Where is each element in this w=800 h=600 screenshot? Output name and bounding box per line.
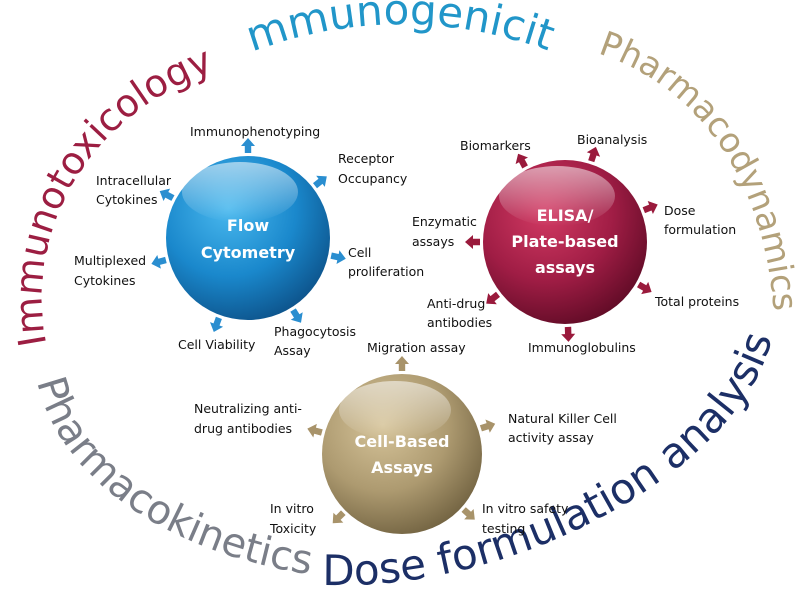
label-in-vitro-toxicity-2: Toxicity	[269, 521, 317, 536]
label-multiplexed-cytokines-1: Multiplexed	[74, 253, 146, 268]
label-total-proteins: Total proteins	[654, 294, 739, 309]
arrow-immunoglobulins	[561, 326, 576, 342]
label-intracellular-cytokines-2: Cytokines	[96, 192, 158, 207]
arrow-cell-viability	[210, 316, 224, 332]
label-bioanalysis: Bioanalysis	[577, 132, 647, 147]
flow-cytometry-hub: Flow Cytometry	[166, 156, 330, 320]
label-phagocytosis-assay-1: Phagocytosis	[274, 324, 356, 339]
arrow-in-vitro-toxicity	[332, 510, 346, 524]
label-anti-drug-antibodies-1: Anti-drug	[427, 296, 485, 311]
cell-based-hub: Cell-Based Assays	[322, 374, 482, 534]
label-enzymatic-assays-1: Enzymatic	[412, 214, 477, 229]
label-in-vitro-safety-2: testing	[482, 521, 525, 536]
arrow-enzymatic-assays	[465, 235, 480, 249]
label-intracellular-cytokines-1: Intracellular	[96, 173, 172, 188]
elisa-hub: ELISA/ Plate-based assays	[483, 160, 647, 324]
label-cell-proliferation-2: proliferation	[348, 264, 424, 279]
label-cell-proliferation-1: Cell	[348, 245, 371, 260]
label-migration-assay: Migration assay	[367, 340, 466, 355]
elisa-title-line-2: Plate-based	[511, 232, 618, 251]
label-phagocytosis-assay-2: Assay	[274, 343, 311, 358]
arrow-cell-proliferation	[330, 250, 346, 264]
elisa-title-line-3: assays	[535, 258, 595, 277]
arrow-neutralizing-antibodies	[307, 423, 323, 438]
arrow-in-vitro-safety	[461, 507, 475, 520]
arrow-receptor-occupancy	[313, 175, 327, 189]
arrow-migration-assay	[395, 356, 409, 371]
label-biomarkers: Biomarkers	[460, 138, 531, 153]
cell-based-title-line-1: Cell-Based	[354, 432, 449, 451]
elisa-arrows	[465, 146, 658, 342]
label-anti-drug-antibodies-2: antibodies	[427, 315, 492, 330]
arrow-immunophenotyping	[241, 138, 255, 153]
label-multiplexed-cytokines-2: Cytokines	[74, 273, 136, 288]
label-neutralizing-antibodies-1: Neutralizing anti-	[194, 401, 302, 416]
cell-based-title-line-2: Assays	[371, 458, 433, 477]
arrow-intracellular-cytokines	[159, 188, 175, 201]
arrow-natural-killer	[479, 419, 496, 433]
arrow-dose-formulation	[642, 201, 658, 214]
flow-cytometry-title-line-2: Cytometry	[201, 243, 296, 262]
label-immunophenotyping: Immunophenotyping	[190, 124, 320, 139]
label-enzymatic-assays-2: assays	[412, 234, 454, 249]
flow-cytometry-arrows	[151, 138, 346, 332]
label-receptor-occupancy-1: Receptor	[338, 151, 395, 166]
ring-label-immunogenicity: Immunogenicity	[0, 0, 561, 61]
label-in-vitro-toxicity-1: In vitro	[270, 501, 314, 516]
arrow-anti-drug-antibodies	[486, 291, 500, 305]
elisa-title-line-1: ELISA/	[537, 206, 594, 225]
label-dose-formulation-1: Dose	[664, 203, 696, 218]
label-receptor-occupancy-2: Occupancy	[338, 171, 408, 186]
label-immunoglobulins: Immunoglobulins	[528, 340, 636, 355]
arrow-total-proteins	[637, 281, 652, 295]
label-natural-killer-1: Natural Killer Cell	[508, 411, 617, 426]
arrow-multiplexed-cytokines	[151, 255, 167, 269]
arrow-phagocytosis-assay	[290, 308, 303, 323]
arrow-biomarkers	[515, 153, 528, 169]
label-natural-killer-2: activity assay	[508, 430, 594, 445]
flow-cytometry-title-line-1: Flow	[227, 216, 269, 235]
label-neutralizing-antibodies-2: drug antibodies	[194, 421, 292, 436]
label-dose-formulation-2: formulation	[664, 222, 736, 237]
label-cell-viability: Cell Viability	[178, 337, 256, 352]
arrow-bioanalysis	[586, 146, 601, 163]
label-in-vitro-safety-1: In vitro safety	[482, 501, 569, 516]
cell-based-arrows	[307, 356, 496, 524]
